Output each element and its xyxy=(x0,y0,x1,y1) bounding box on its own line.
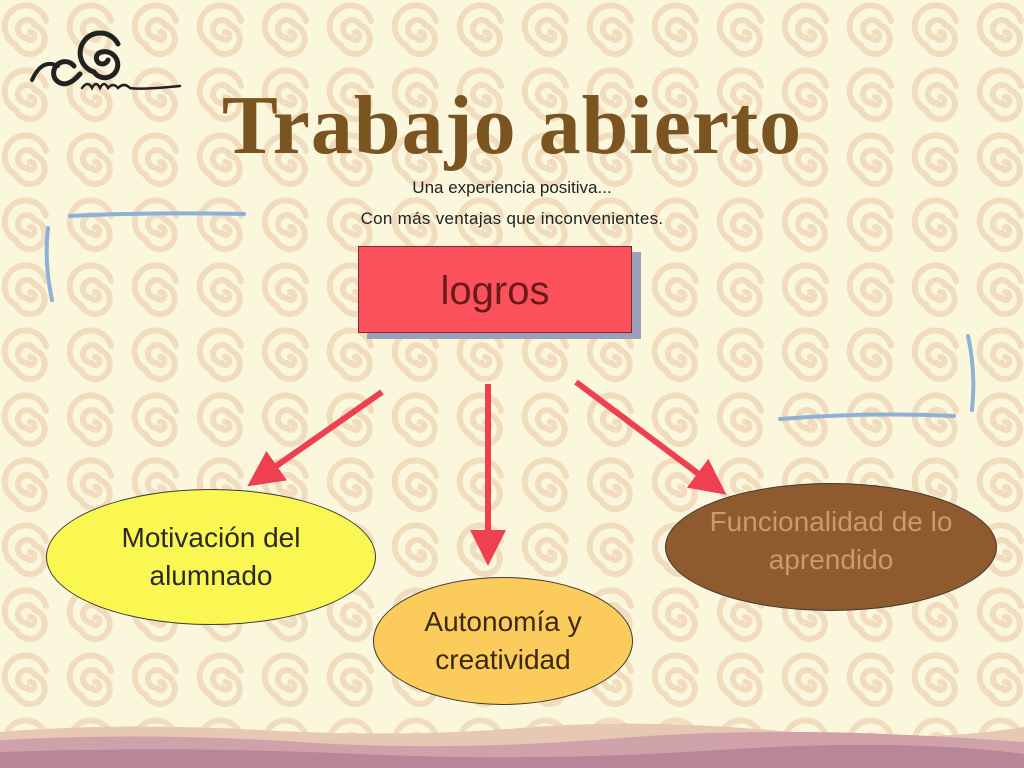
arrow-to-funcionalidad xyxy=(574,379,727,495)
node-autonomia: Autonomía y creatividad xyxy=(373,577,633,705)
node-autonomia-label: Autonomía y creatividad xyxy=(424,606,582,675)
node-funcionalidad-label: Funcionalidad de lo aprendido xyxy=(709,506,953,575)
spiral-logo-icon xyxy=(30,30,182,91)
bottom-decorative-band xyxy=(0,723,1024,768)
node-funcionalidad: Funcionalidad de lo aprendido xyxy=(665,483,997,611)
root-node-label: logros xyxy=(440,269,550,313)
node-motivacion: Motivación del alumnado xyxy=(46,489,376,625)
node-motivacion-label: Motivación del alumnado xyxy=(121,522,301,591)
subtitle-line-2: Con más ventajas que inconvenientes. xyxy=(360,209,664,228)
subtitle-line-1: Una experiencia positiva... xyxy=(412,178,612,197)
arrow-to-motivacion xyxy=(247,389,384,487)
slide-title: Trabajo abierto xyxy=(221,79,803,172)
root-node-logros: logros xyxy=(358,246,632,333)
